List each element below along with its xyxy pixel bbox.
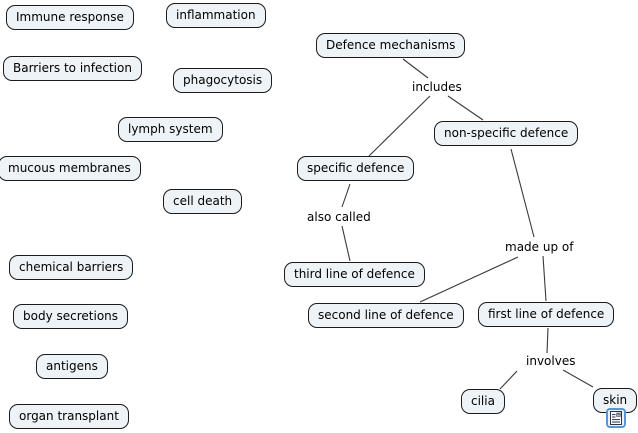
concept-node-chemical-barriers[interactable]: chemical barriers: [9, 255, 134, 280]
connector-also-called-third-line: [341, 225, 351, 262]
connector-made-up-of-second-line: [419, 256, 519, 303]
linking-phrase-made-up-of[interactable]: made up of: [505, 240, 574, 254]
concept-node-mucous-membranes[interactable]: mucous membranes: [0, 156, 141, 181]
linking-phrase-also-called[interactable]: also called: [307, 210, 371, 224]
connector-made-up-of-first-line: [542, 255, 547, 302]
concept-node-first-line-of-defence[interactable]: first line of defence: [478, 302, 615, 327]
concept-node-second-line-of-defence[interactable]: second line of defence: [308, 303, 464, 328]
concept-node-phagocytosis[interactable]: phagocytosis: [173, 68, 273, 93]
concept-node-specific-defence[interactable]: specific defence: [297, 156, 415, 181]
connector-specific-also-called: [341, 183, 351, 208]
connector-first-line-involves: [546, 327, 549, 354]
connector-includes-non-specific: [447, 95, 484, 121]
concept-node-defence-mechanisms[interactable]: Defence mechanisms: [316, 33, 466, 58]
document-resource-icon: [610, 411, 622, 425]
connector-non-specific-made-up-of: [510, 148, 535, 238]
concept-node-inflammation[interactable]: inflammation: [166, 3, 266, 28]
concept-node-body-secretions[interactable]: body secretions: [13, 304, 129, 329]
linking-phrase-includes[interactable]: includes: [412, 80, 462, 94]
concept-node-cilia[interactable]: cilia: [461, 389, 505, 414]
concept-node-cell-death[interactable]: cell death: [163, 189, 243, 214]
connector-defence-mechanisms-includes: [402, 58, 429, 79]
connector-includes-specific-defence: [368, 95, 431, 157]
linking-phrase-involves[interactable]: involves: [526, 354, 576, 368]
concept-node-barriers-to-infection[interactable]: Barriers to infection: [3, 56, 142, 81]
concept-node-organ-transplant[interactable]: organ transplant: [9, 404, 129, 429]
connector-involves-cilia: [499, 370, 518, 390]
skin-resource-button[interactable]: [606, 408, 626, 428]
connector-involves-skin: [562, 369, 594, 388]
concept-node-non-specific-defence[interactable]: non-specific defence: [434, 121, 579, 146]
concept-node-lymph-system[interactable]: lymph system: [118, 117, 223, 142]
concept-node-third-line-of-defence[interactable]: third line of defence: [284, 262, 425, 287]
concept-node-immune-response[interactable]: Immune response: [6, 5, 134, 30]
concept-node-antigens[interactable]: antigens: [36, 354, 108, 379]
